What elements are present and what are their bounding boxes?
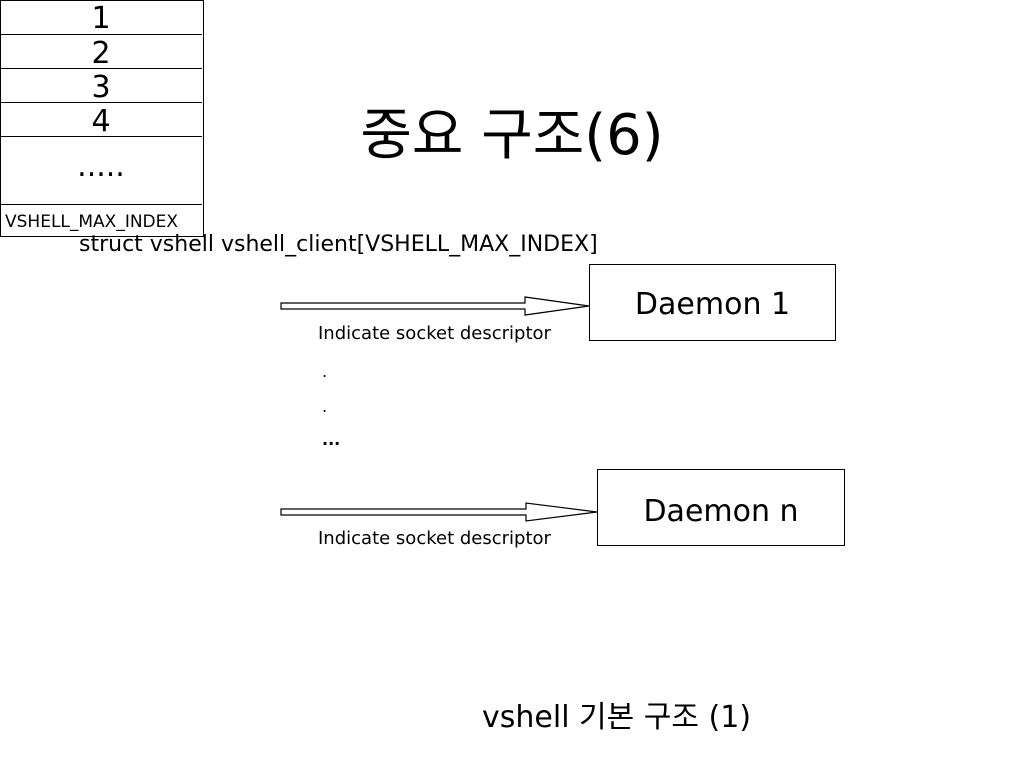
daemon-n-box: Daemon n	[597, 469, 845, 546]
continuation-dot: .	[322, 362, 328, 381]
socket-descriptor-label-n: Indicate socket descriptor	[318, 528, 551, 549]
socket-descriptor-label-1: Indicate socket descriptor	[318, 323, 551, 344]
arrow-to-daemon-n	[280, 502, 598, 522]
slide-footer: vshell 기본 구조 (1)	[482, 700, 752, 735]
arrow-to-daemon-1	[280, 296, 590, 316]
array-cell-1: 1	[0, 0, 202, 36]
continuation-dot: .	[322, 397, 328, 416]
array-cell-max-index: VSHELL_MAX_INDEX	[5, 212, 179, 232]
slide-title: 중요 구조(6)	[360, 103, 664, 168]
array-cell-4: 4	[0, 103, 202, 139]
continuation-ellipsis: ...	[322, 430, 341, 449]
daemon-1-box: Daemon 1	[589, 264, 836, 341]
struct-declaration: struct vshell vshell_client[VSHELL_MAX_I…	[79, 232, 598, 257]
array-cell-ellipsis: .....	[0, 137, 202, 205]
array-cell-2: 2	[0, 35, 202, 71]
vshell-client-array: 1 2 3 4 ..... VSHELL_MAX_INDEX	[0, 0, 204, 237]
array-cell-3: 3	[0, 69, 202, 105]
